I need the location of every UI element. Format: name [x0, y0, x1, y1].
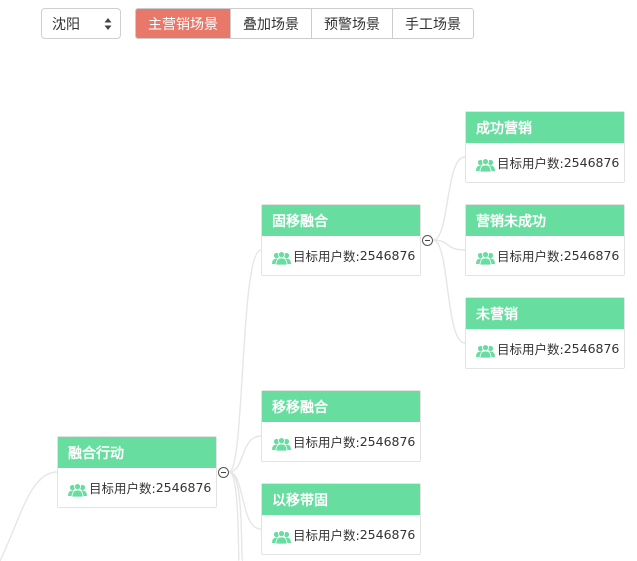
node-metric-value: 2546876: [563, 248, 620, 263]
link-root-offscreen-a: [228, 471, 244, 561]
node-metric: 目标用户数:2546876: [466, 236, 624, 275]
collapse-minus-icon[interactable]: [422, 235, 433, 246]
node-title: 成功营销: [466, 112, 624, 143]
node-metric-label: 目标用户数:: [89, 481, 156, 496]
node-metric-value: 2546876: [563, 155, 620, 170]
node-metric: 目标用户数:2546876: [262, 236, 420, 275]
node-metric: 目标用户数:2546876: [58, 468, 216, 507]
node-metric-label: 目标用户数:: [497, 249, 564, 264]
node-metric-value: 2546876: [155, 480, 212, 495]
node-metric-value: 2546876: [359, 527, 416, 542]
collapse-minus-icon[interactable]: [218, 467, 229, 478]
users-icon: [68, 482, 87, 497]
tab-overlay-scene[interactable]: 叠加场景: [231, 9, 312, 38]
node-metric-label: 目标用户数:: [293, 528, 360, 543]
tab-manual-scene[interactable]: 手工场景: [393, 9, 473, 38]
tab-label: 手工场景: [405, 16, 461, 33]
node-metric: 目标用户数:2546876: [466, 143, 624, 182]
node-metric-label: 目标用户数:: [497, 156, 564, 171]
users-icon: [476, 343, 495, 358]
node-metric: 目标用户数:2546876: [262, 515, 420, 554]
tree-node-root[interactable]: 融合行动 目标用户数:2546876: [57, 436, 217, 508]
node-metric-label: 目标用户数:: [293, 435, 360, 450]
node-title: 融合行动: [58, 437, 216, 468]
node-metric-value: 2546876: [563, 341, 620, 356]
node-metric-label: 目标用户数:: [293, 249, 360, 264]
city-select[interactable]: 沈阳: [41, 8, 121, 39]
tab-main-marketing-scene[interactable]: 主营销场景: [136, 9, 231, 38]
node-title: 移移融合: [262, 391, 420, 422]
link-root-yi-yi: [228, 435, 262, 473]
tree-node-cheng-gong[interactable]: 成功营销 目标用户数:2546876: [465, 111, 625, 183]
node-title: 固移融合: [262, 205, 420, 236]
tab-warning-scene[interactable]: 预警场景: [312, 9, 393, 38]
node-title: 未营销: [466, 298, 624, 329]
users-icon: [476, 250, 495, 265]
users-icon: [272, 436, 291, 451]
node-metric-value: 2546876: [359, 248, 416, 263]
node-metric: 目标用户数:2546876: [262, 422, 420, 461]
tab-label: 主营销场景: [148, 16, 218, 33]
scene-tab-group: 主营销场景 叠加场景 预警场景 手工场景: [135, 8, 474, 39]
tree-node-yi-yi[interactable]: 移移融合 目标用户数:2546876: [261, 390, 421, 462]
users-icon: [272, 250, 291, 265]
updown-caret-icon: [104, 18, 112, 30]
link-gu-yi-cheng-gong: [432, 156, 466, 241]
tab-label: 预警场景: [324, 16, 380, 33]
node-metric-label: 目标用户数:: [497, 342, 564, 357]
tree-node-wei-ying-xiao[interactable]: 未营销 目标用户数:2546876: [465, 297, 625, 369]
link-root-offscreen-b: [228, 471, 240, 561]
link-gu-yi-wei-cheng-gong: [432, 239, 466, 251]
link-root-gu-yi: [228, 249, 262, 473]
node-title: 营销未成功: [466, 205, 624, 236]
tab-label: 叠加场景: [243, 16, 299, 33]
node-metric: 目标用户数:2546876: [466, 329, 624, 368]
tree-node-yi-dai-gu[interactable]: 以移带固 目标用户数:2546876: [261, 483, 421, 555]
node-title: 以移带固: [262, 484, 420, 515]
tree-node-wei-cheng-gong[interactable]: 营销未成功 目标用户数:2546876: [465, 204, 625, 276]
city-select-value: 沈阳: [52, 16, 80, 33]
users-icon: [476, 157, 495, 172]
link-gu-yi-wei-ying-xiao: [432, 239, 466, 344]
node-metric-value: 2546876: [359, 434, 416, 449]
users-icon: [272, 529, 291, 544]
tree-node-gu-yi[interactable]: 固移融合 目标用户数:2546876: [261, 204, 421, 276]
link-parent-root: [0, 471, 58, 561]
